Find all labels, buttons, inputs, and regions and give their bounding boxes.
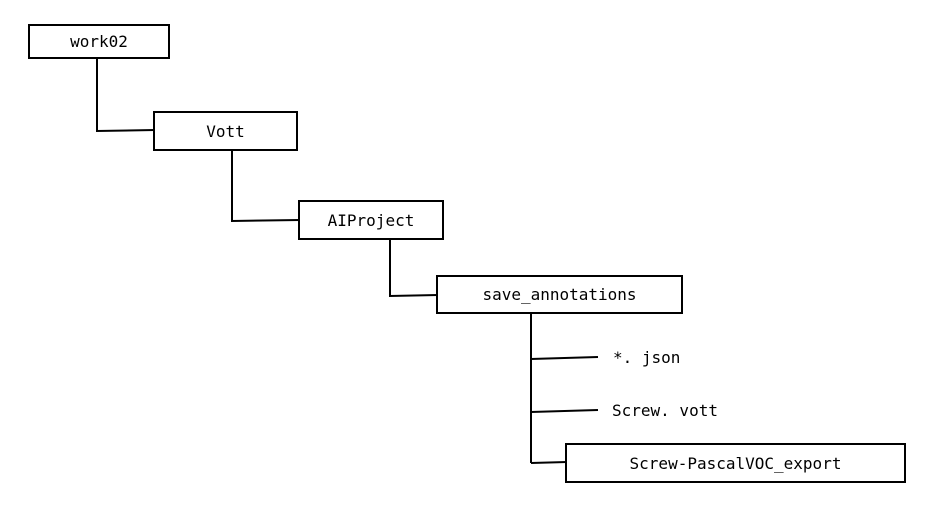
- folder-node-vott-label: Vott: [206, 121, 245, 141]
- folder-node-export[interactable]: Screw-PascalVOC_export: [565, 443, 906, 483]
- connector-branch-export: [530, 461, 568, 464]
- connector-vott-aiproject: [231, 150, 301, 223]
- folder-node-save-annotations[interactable]: save_annotations: [436, 275, 683, 314]
- folder-node-work02[interactable]: work02: [28, 24, 170, 59]
- connector-branch-json: [530, 356, 599, 360]
- file-node-json[interactable]: *. json: [613, 348, 681, 367]
- folder-node-vott[interactable]: Vott: [153, 111, 298, 151]
- file-node-vott[interactable]: Screw. vott: [612, 401, 718, 420]
- folder-node-aiproject-label: AIProject: [327, 210, 415, 230]
- connector-work02-vott: [96, 59, 156, 133]
- folder-node-aiproject[interactable]: AIProject: [298, 200, 444, 240]
- connector-aiproject-save-annotations: [389, 239, 439, 298]
- folder-node-export-label: Screw-PascalVOC_export: [629, 453, 842, 473]
- connector-branch-vott-file: [530, 409, 599, 413]
- folder-node-save-annotations-label: save_annotations: [482, 285, 637, 304]
- folder-node-work02-label: work02: [70, 32, 128, 51]
